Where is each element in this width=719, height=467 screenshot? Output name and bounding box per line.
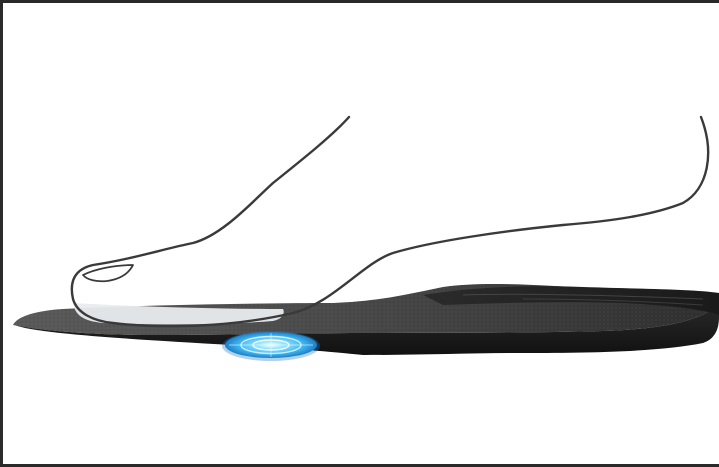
toenail [83, 265, 133, 281]
metatarsal-pad-icon [222, 331, 320, 361]
insole-illustration [3, 3, 719, 467]
